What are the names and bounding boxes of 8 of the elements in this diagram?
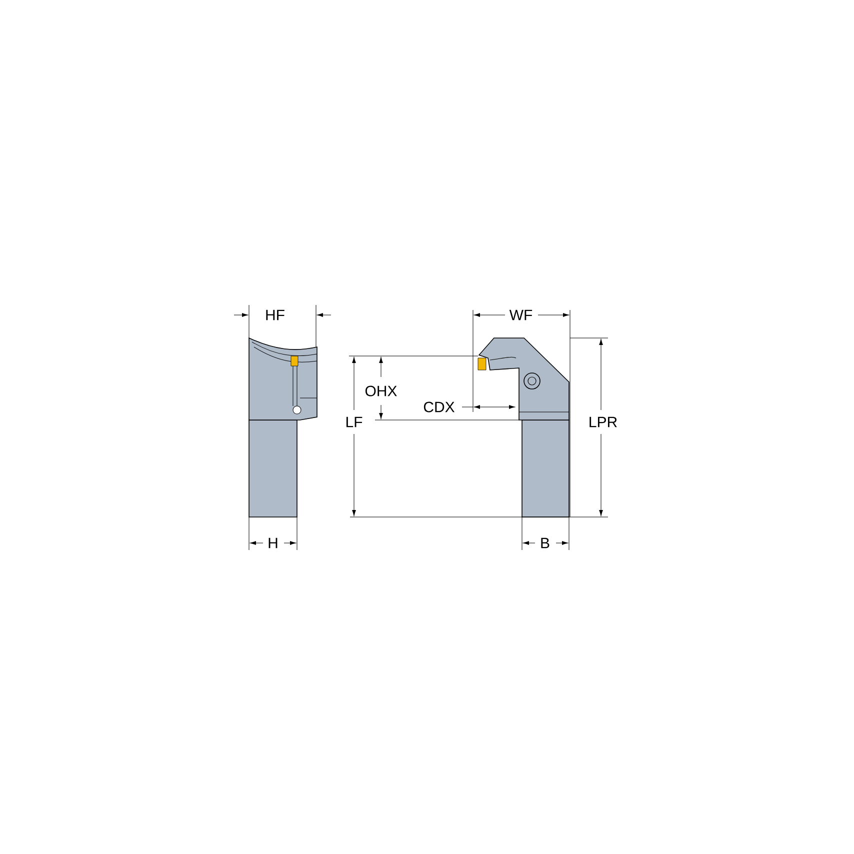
dimension-label: LF	[346, 416, 362, 428]
dimension-label: H	[268, 538, 278, 548]
dimension-label: WF	[509, 310, 532, 320]
dimension-label: HF	[266, 310, 284, 320]
dimension-label: OHX	[365, 386, 397, 396]
dimension-label: CDX	[424, 402, 455, 412]
dimension-label: LPR	[590, 416, 617, 428]
dimension-label: B	[541, 538, 550, 548]
